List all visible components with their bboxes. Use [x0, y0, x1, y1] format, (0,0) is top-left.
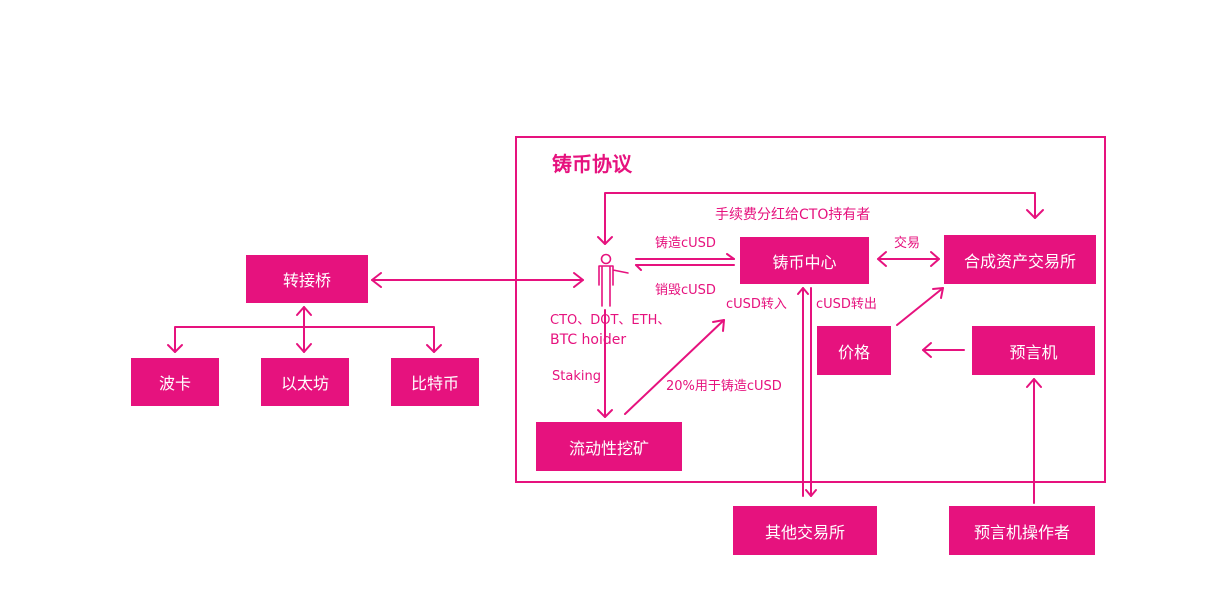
bridge-node[interactable]: 转接桥 [246, 255, 368, 303]
ethereum-node[interactable]: 以太坊 [261, 358, 349, 406]
mint-20-label: 20%用于铸造cUSD [666, 379, 782, 394]
polkadot-node[interactable]: 波卡 [131, 358, 219, 406]
mint-cusd-label: 铸造cUSD [655, 236, 716, 251]
cusd-in-label: cUSD转入 [726, 297, 787, 312]
price-node[interactable]: 价格 [817, 326, 891, 375]
fee-dividend-label: 手续费分红给CTO持有者 [715, 207, 871, 223]
liquidity-mining-node[interactable]: 流动性挖矿 [536, 422, 682, 471]
trade-label: 交易 [894, 236, 921, 251]
other-exchanges-node[interactable]: 其他交易所 [733, 506, 877, 555]
holders-label-line2: BTC hoider [550, 332, 627, 348]
burn-cusd-label: 销毁cUSD [655, 283, 716, 298]
protocol-title: 铸币协议 [552, 152, 632, 176]
synthetic-exchange-node[interactable]: 合成资产交易所 [944, 235, 1096, 284]
holders-label-line1: CTO、DOT、ETH、 [550, 313, 671, 328]
oracle-node[interactable]: 预言机 [972, 326, 1095, 375]
cusd-out-label: cUSD转出 [816, 297, 877, 312]
oracle-operator-node[interactable]: 预言机操作者 [949, 506, 1095, 555]
staking-label: Staking [552, 369, 601, 384]
person-icon [598, 253, 629, 307]
mint-center-node[interactable]: 铸币中心 [740, 237, 869, 284]
bitcoin-node[interactable]: 比特币 [391, 358, 479, 406]
